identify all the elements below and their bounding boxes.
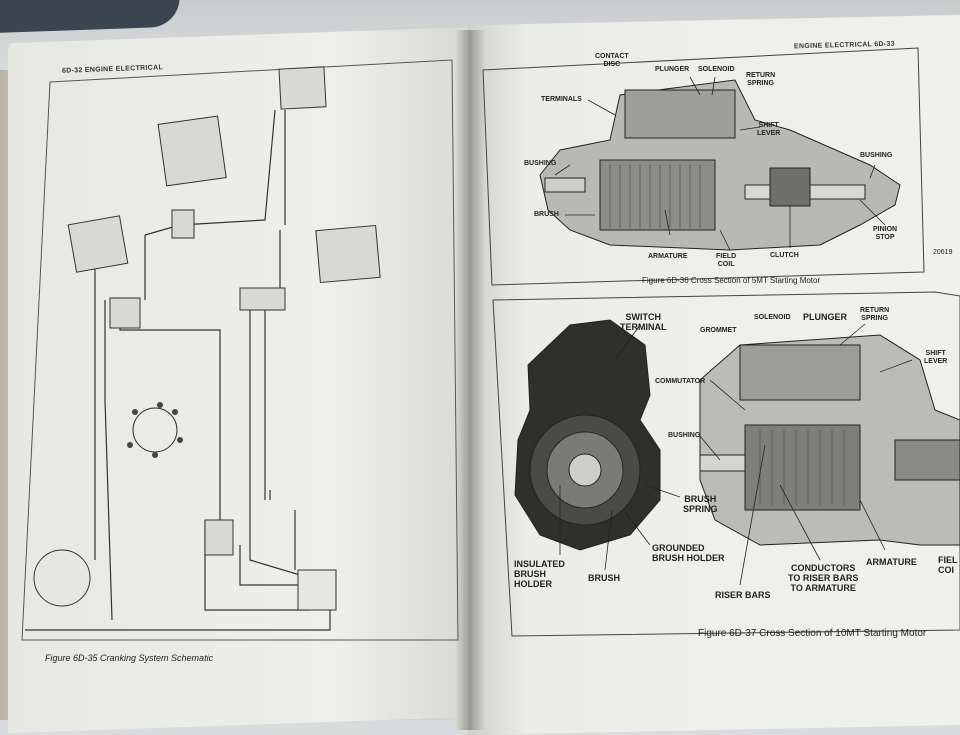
label-plunger-37: PLUNGER <box>803 312 848 322</box>
label-bushing-right: BUSHING <box>860 152 893 159</box>
cranking-schematic <box>21 47 960 641</box>
label-armature-36: ARMATURE <box>648 253 688 260</box>
label-field-coil-37: FIEL COI <box>938 555 958 575</box>
label-pinion-stop: PINION STOP <box>873 226 898 241</box>
label-insulated-brush-holder: INSULATED BRUSH HOLDER <box>514 559 565 589</box>
label-switch-terminal: SWITCH TERMINAL <box>620 312 667 332</box>
label-contact-disc: CONTACT DISC <box>595 53 629 68</box>
figure-6d-37-caption: Figure 6D-37 Cross Section of 10MT Start… <box>698 628 927 639</box>
figure-6d-36-caption: Figure 6D-36 Cross Section of 5MT Starti… <box>642 276 821 285</box>
label-grommet: GROMMET <box>700 327 737 334</box>
label-brush-37: BRUSH <box>588 573 621 583</box>
label-solenoid-37: SOLENOID <box>754 314 791 321</box>
label-conductors: CONDUCTORS TO RISER BARS TO ARMATURE <box>788 563 859 593</box>
figure-36-code: 20619 <box>933 249 953 256</box>
label-terminals: TERMINALS <box>541 96 582 103</box>
label-solenoid-36: SOLENOID <box>698 66 735 73</box>
label-bushing-37: BUSHING <box>668 432 701 439</box>
label-return-spring-37: RETURN SPRING <box>860 307 890 322</box>
label-riser-bars: RISER BARS <box>715 590 771 600</box>
label-armature-37: ARMATURE <box>866 557 917 567</box>
label-bushing-left: BUSHING <box>524 160 557 167</box>
book-gutter <box>455 30 485 730</box>
label-field-coil-36: FIELD COIL <box>716 253 737 268</box>
figure-6d-35-caption: Figure 6D-35 Cranking System Schematic <box>45 653 214 663</box>
label-grounded-brush-holder: GROUNDED BRUSH HOLDER <box>652 543 725 563</box>
label-plunger-36: PLUNGER <box>655 66 690 73</box>
label-shift-lever-36: SHIFT LEVER <box>757 122 781 137</box>
label-clutch: CLUTCH <box>770 252 799 259</box>
label-return-spring-36: RETURN SPRING <box>746 72 776 87</box>
label-shift-lever-37: SHIFT LEVER <box>924 350 948 365</box>
label-brush-36: BRUSH <box>534 211 559 218</box>
label-commutator: COMMUTATOR <box>655 378 706 385</box>
label-brush-spring: BRUSH SPRING <box>683 494 718 514</box>
